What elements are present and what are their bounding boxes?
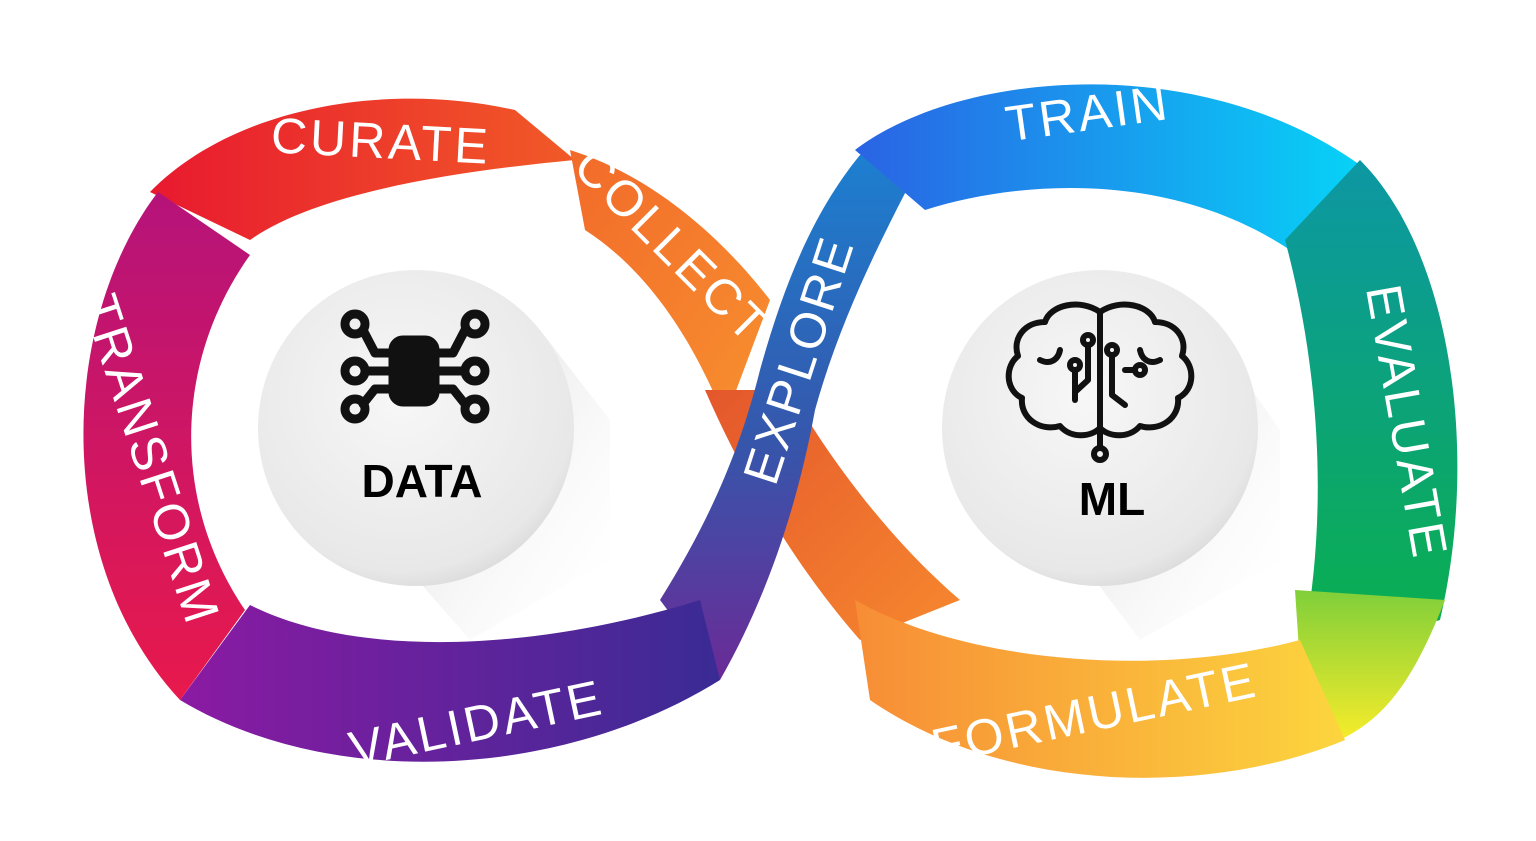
stage-label-collect: COLLECT <box>563 137 781 355</box>
segment-curate <box>150 98 575 240</box>
data-hub-label: DATA <box>362 455 483 507</box>
circuit-chip-icon <box>340 309 490 424</box>
segment-explore <box>660 155 925 680</box>
segment-evaluate <box>1285 160 1458 660</box>
stage-label-curate: CURATE <box>270 107 492 174</box>
data-hub <box>258 270 574 586</box>
segment-train <box>855 84 1360 250</box>
segment-collect <box>570 150 770 420</box>
brain-circuit-icon <box>1005 301 1195 463</box>
segment-formulate <box>855 600 1345 778</box>
segment-transform <box>83 192 250 700</box>
ml-hub-label: ML <box>1079 473 1145 525</box>
segment-evaluate-tail <box>1295 590 1445 740</box>
segment-validate <box>180 600 720 762</box>
